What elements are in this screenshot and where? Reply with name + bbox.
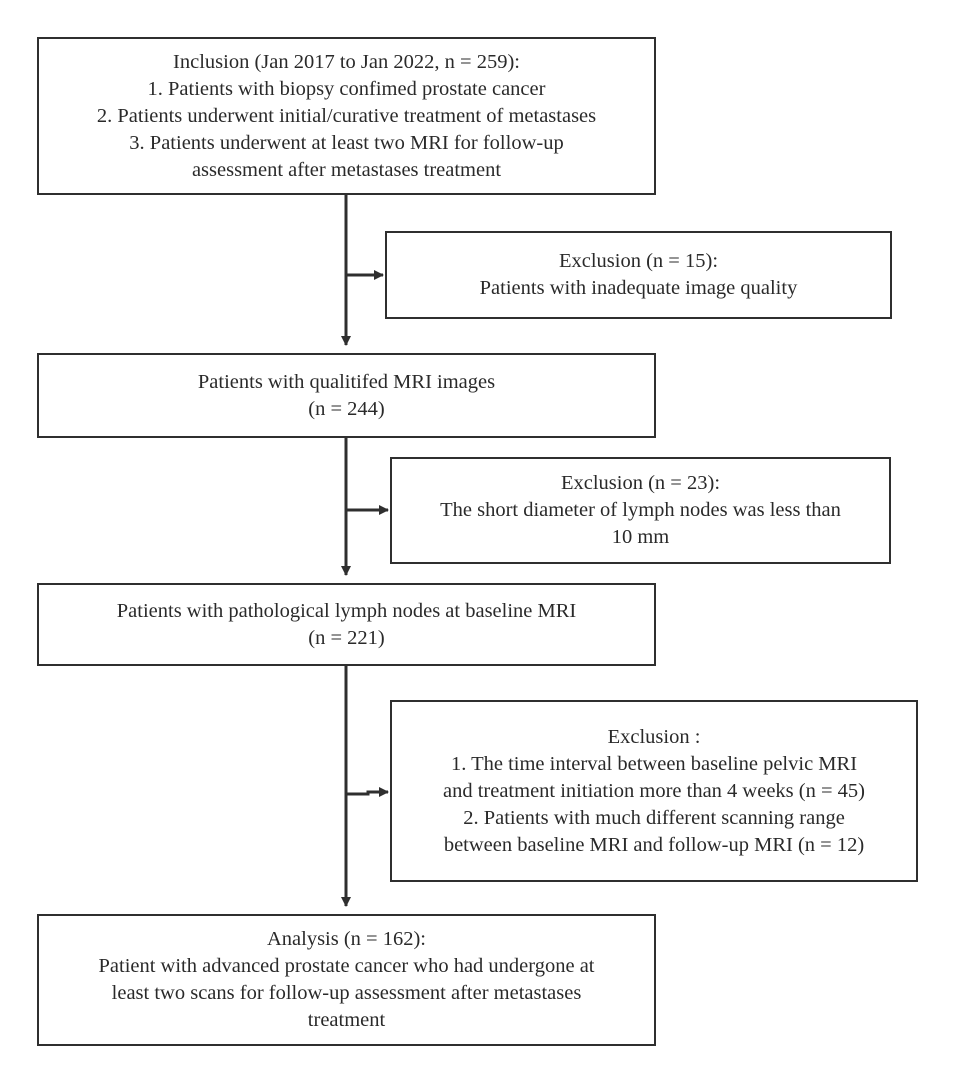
exclusion-2-reason-continued: 10 mm xyxy=(611,526,670,548)
qualified-title: Patients with qualitifed MRI images xyxy=(197,370,496,393)
pathological-box: Patients with pathological lymph nodes a… xyxy=(37,583,656,666)
exclusion-3-item-1: 1. The time interval between baseline pe… xyxy=(450,752,858,775)
pathological-title: Patients with pathological lymph nodes a… xyxy=(116,599,577,622)
exclusion-1-reason: Patients with inadequate image quality xyxy=(479,277,798,299)
inclusion-item-2: 2. Patients underwent initial/curative t… xyxy=(96,104,597,127)
exclusion-box-1: Exclusion (n = 15): Patients with inadeq… xyxy=(385,231,892,319)
qualified-count: (n = 244) xyxy=(308,397,385,420)
analysis-box: Analysis (n = 162): Patient with advance… xyxy=(37,914,656,1046)
exclusion-2-title: Exclusion (n = 23): xyxy=(560,472,721,494)
inclusion-item-3: 3. Patients underwent at least two MRI f… xyxy=(129,131,564,154)
branch-to-exclusion-3 xyxy=(346,787,389,797)
exclusion-3-item-2-continued: between baseline MRI and follow-up MRI (… xyxy=(443,833,865,856)
inclusion-item-1: 1. Patients with biopsy confimed prostat… xyxy=(147,77,546,100)
exclusion-2-reason: The short diameter of lymph nodes was le… xyxy=(440,499,841,521)
exclusion-1-title: Exclusion (n = 15): xyxy=(558,250,719,272)
exclusion-box-3: Exclusion : 1. The time interval between… xyxy=(390,700,918,882)
exclusion-3-item-1-continued: and treatment initiation more than 4 wee… xyxy=(442,779,865,802)
inclusion-title: Inclusion (Jan 2017 to Jan 2022, n = 259… xyxy=(173,50,520,73)
pathological-count: (n = 221) xyxy=(308,626,385,649)
qualified-box: Patients with qualitifed MRI images (n =… xyxy=(37,353,656,438)
inclusion-item-3-continued: assessment after metastases treatment xyxy=(191,158,502,181)
exclusion-3-title: Exclusion : xyxy=(607,725,701,748)
inclusion-box: Inclusion (Jan 2017 to Jan 2022, n = 259… xyxy=(37,37,656,195)
analysis-description-line-2: least two scans for follow-up assessment… xyxy=(111,982,582,1004)
analysis-description-line-1: Patient with advanced prostate cancer wh… xyxy=(98,955,595,977)
exclusion-3-item-2: 2. Patients with much different scanning… xyxy=(463,806,845,829)
analysis-title: Analysis (n = 162): xyxy=(266,928,427,950)
exclusion-box-2: Exclusion (n = 23): The short diameter o… xyxy=(390,457,891,564)
analysis-description-line-3: treatment xyxy=(307,1009,386,1031)
